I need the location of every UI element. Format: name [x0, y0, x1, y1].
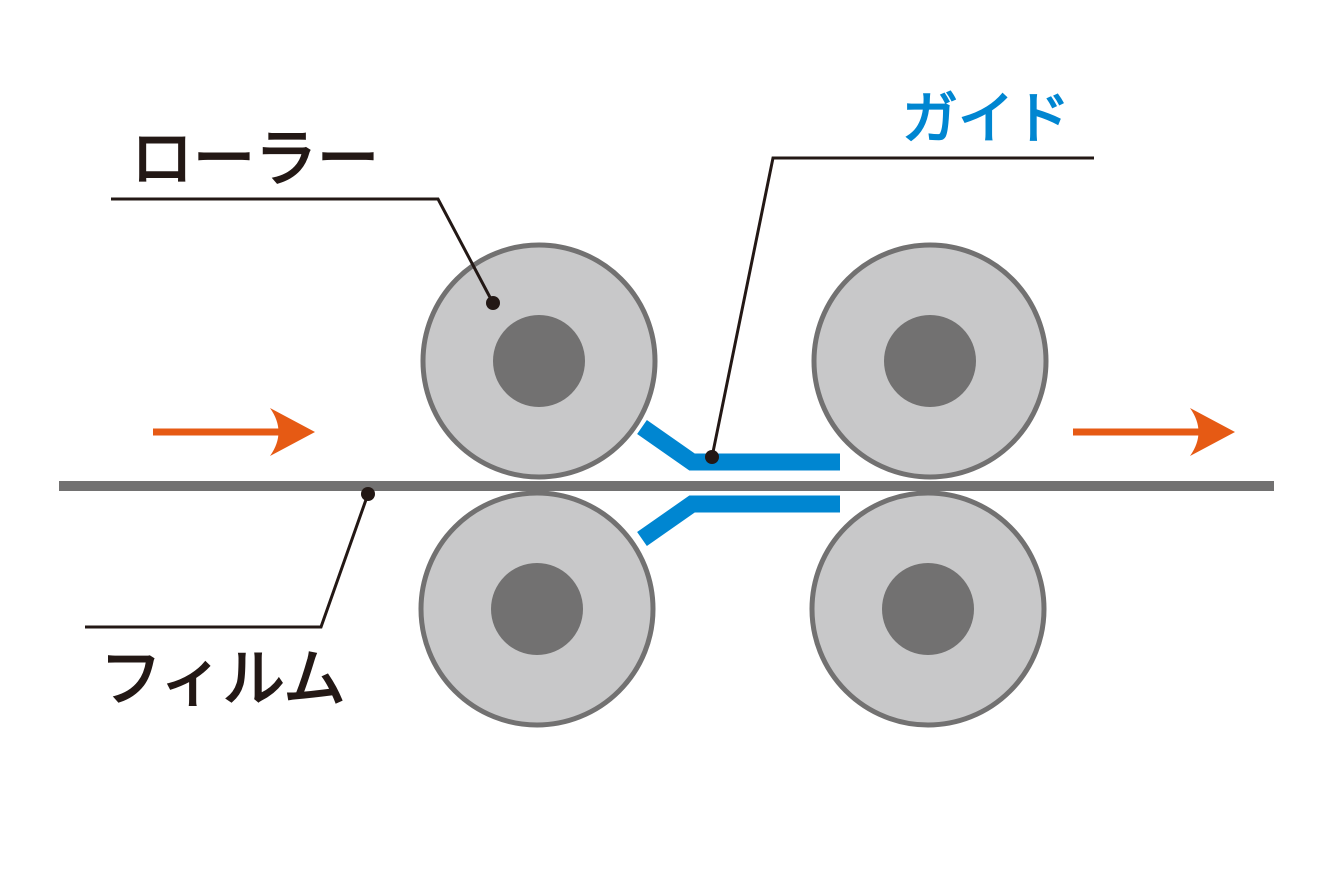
roller-lower-right: [809, 490, 1047, 728]
film-leader-dot: [361, 487, 375, 501]
roller-lower-left: [418, 490, 656, 728]
roller-label: ローラー: [131, 122, 379, 195]
film-leader-line: [85, 493, 370, 629]
roller-upper-right: [811, 242, 1049, 480]
arrow-right-icon: [1073, 408, 1235, 456]
roller-upper-left: [420, 242, 658, 480]
roller-leader-line: [111, 197, 495, 304]
guide-leader-dot: [705, 450, 719, 464]
guide-leader-line: [710, 156, 1094, 458]
film-label: フィルム: [100, 642, 346, 715]
guide-lower: [637, 495, 840, 546]
roller-leader-dot: [486, 296, 500, 310]
guide-label: ガイド: [902, 87, 1070, 152]
guide-upper: [637, 420, 840, 471]
arrow-right-icon: [153, 408, 315, 456]
